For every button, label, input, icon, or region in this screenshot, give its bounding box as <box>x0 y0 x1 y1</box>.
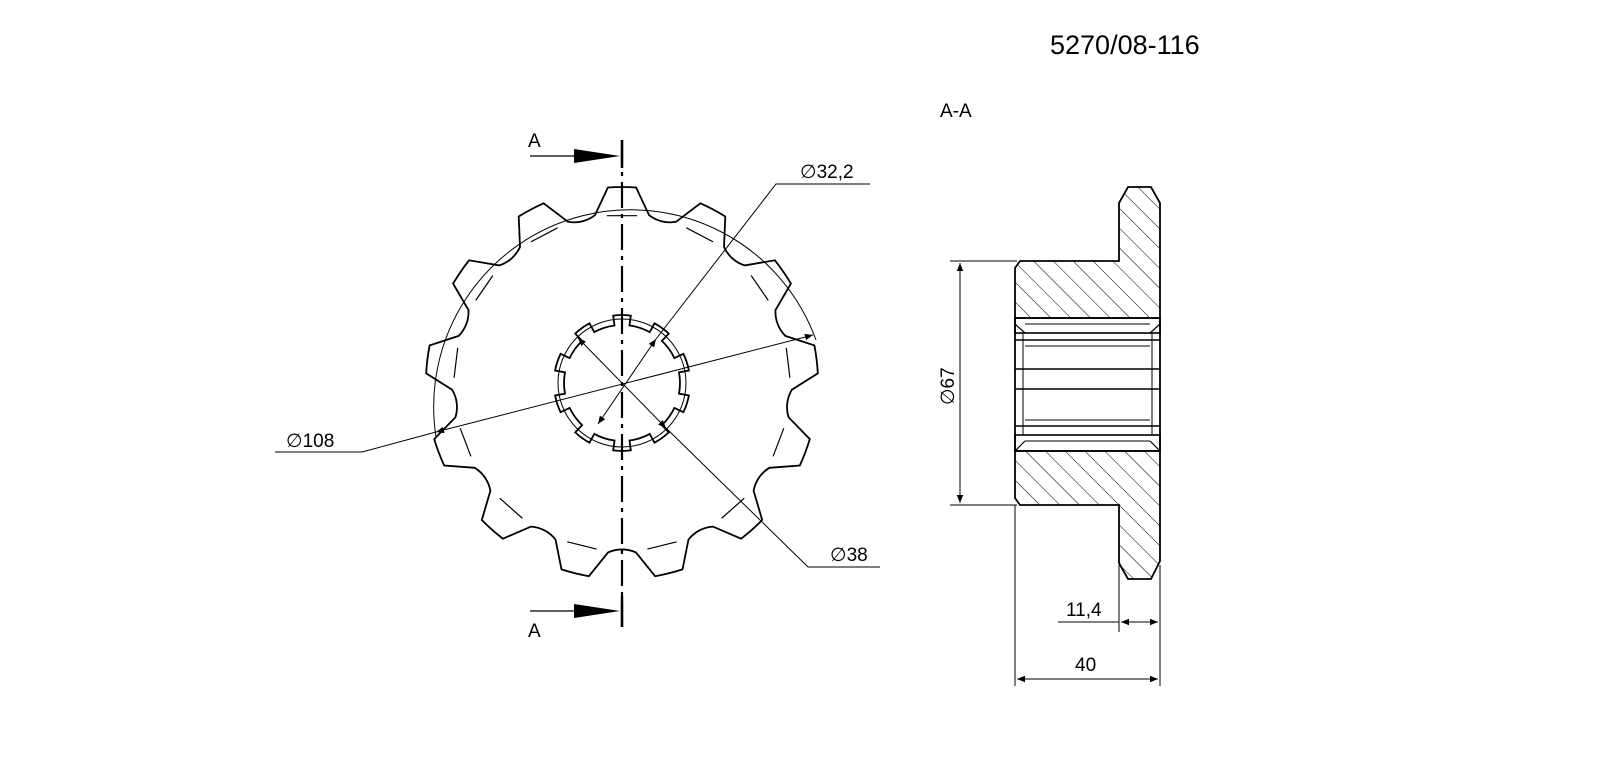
tooth-chamfer <box>750 275 769 301</box>
front-view: A A ∅108 ∅38 ∅32,2 <box>275 131 880 642</box>
dim-total-value: 40 <box>1075 655 1096 676</box>
diameter-symbol: ∅ <box>286 431 303 452</box>
groove-bottom <box>1014 434 1161 452</box>
dim-plate-value: 11,4 <box>1066 600 1102 621</box>
groove-top-chamfer-r <box>1149 323 1161 334</box>
tooth-chamfer <box>499 497 523 519</box>
dim-spline-outer: ∅38 <box>577 337 880 568</box>
tooth-chamfer <box>772 428 785 457</box>
tooth-chamfer <box>686 227 714 243</box>
groove-bottom-chamfer-l <box>1014 440 1026 452</box>
sprocket-teeth <box>425 186 819 578</box>
tooth-chamfer <box>459 428 472 457</box>
drawing-number: 5270/08-116 <box>1050 30 1200 60</box>
svg-text:∅108: ∅108 <box>286 431 334 452</box>
section-top-half <box>1014 186 1161 319</box>
groove-top-chamfer-l <box>1014 323 1026 334</box>
section-view: A-A <box>938 101 1161 686</box>
dim-hub-diameter: ∅67 <box>938 260 1017 506</box>
groove-top <box>1014 317 1161 334</box>
dim-spline-inner: ∅32,2 <box>597 162 870 425</box>
section-arrowhead-bottom <box>574 604 620 618</box>
tooth-chamfer <box>785 347 791 378</box>
outer-diameter-arc <box>433 209 817 438</box>
section-marker-top: A <box>528 131 541 152</box>
tooth-chamfer <box>567 541 597 550</box>
section-arrowhead-top <box>574 149 620 163</box>
dim-spline-inner-leader <box>655 183 870 340</box>
tooth-chamfer <box>647 541 677 550</box>
groove-bottom-chamfer-r <box>1149 440 1161 452</box>
bore-grooves <box>1014 317 1161 452</box>
diameter-symbol: ∅ <box>938 388 959 405</box>
sprocket-outline <box>425 186 819 578</box>
dim-outer-line <box>435 333 814 434</box>
dim-spline-outer-value: 38 <box>847 545 868 566</box>
section-title: A-A <box>940 101 972 122</box>
svg-text:∅67: ∅67 <box>938 367 959 405</box>
dim-spline-inner-value: 32,2 <box>817 162 854 183</box>
diameter-symbol: ∅ <box>800 162 817 183</box>
dim-outer-leader <box>275 431 437 453</box>
dim-spline-outer-leader <box>665 427 880 568</box>
diameter-symbol: ∅ <box>830 545 847 566</box>
section-bottom-half <box>1014 450 1161 580</box>
dim-plate-width: 11,4 <box>1058 565 1161 686</box>
dim-outer-diameter: ∅108 <box>275 333 814 453</box>
dim-total-length: 40 <box>1014 505 1158 686</box>
tooth-chamfer <box>453 347 459 378</box>
tooth-chamfer <box>530 227 558 243</box>
section-marker-bottom: A <box>528 621 541 642</box>
tooth-chamfer <box>475 275 494 301</box>
svg-text:∅32,2: ∅32,2 <box>800 162 854 183</box>
svg-text:∅38: ∅38 <box>830 545 868 566</box>
dim-hub-value: 67 <box>938 367 959 388</box>
dim-spline-inner-line <box>597 338 657 425</box>
dim-outer-value: 108 <box>303 431 335 452</box>
